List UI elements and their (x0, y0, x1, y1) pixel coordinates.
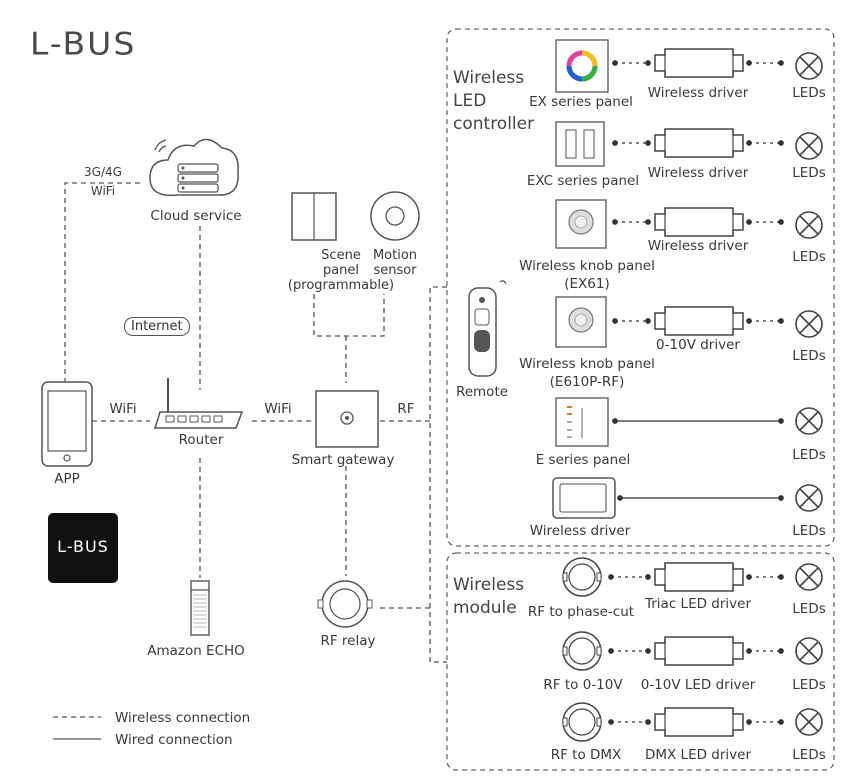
leds-label-9: LEDs (792, 747, 826, 763)
knob-panel-ex61-icon (555, 199, 607, 249)
remote-icon (468, 280, 507, 377)
app-label: APP (54, 471, 80, 487)
led-load-icon (795, 407, 823, 435)
wireless-connections (64, 182, 447, 663)
smart-gateway-label: Smart gateway (291, 452, 395, 468)
rf-phase-cut-module-icon (562, 557, 602, 597)
app-logo-badge: L-BUS (48, 513, 118, 583)
cloud-icon (149, 138, 239, 197)
leds-label-7: LEDs (792, 601, 826, 617)
wireless-led-controller-box (446, 28, 835, 547)
leds-label-1: LEDs (792, 85, 826, 101)
amazon-echo-label: Amazon ECHO (147, 643, 245, 659)
brand-logo: L-BUS (30, 24, 137, 63)
wireless-driver-label-1: Wireless driver (647, 85, 749, 101)
smart-gateway-icon (315, 390, 379, 448)
e-series-panel-icon (555, 397, 609, 447)
rf-relay-icon (317, 580, 373, 628)
dmx-driver-icon (654, 707, 744, 737)
led-load-icon (795, 310, 823, 338)
led-driver-0-10v-label: 0-10V LED driver (640, 677, 756, 693)
controller-links (608, 60, 784, 725)
wireless-driver-label-2: Wireless driver (647, 165, 749, 181)
phone-icon (41, 381, 93, 467)
wireless-module-title: Wireless module (453, 575, 525, 618)
e-series-panel-label: E series panel (535, 452, 631, 468)
cloud-wifi-label: WiFi (90, 184, 116, 198)
wireless-driver-label-3: Wireless driver (647, 238, 749, 254)
rf-relay-label: RF relay (320, 633, 376, 649)
app-logo-text: L-BUS (57, 537, 109, 556)
wireless-driver-icon (654, 48, 744, 78)
legend-wireless-label: Wireless connection (115, 710, 251, 726)
leds-label-6: LEDs (792, 523, 826, 539)
motion-sensor-label: Motion sensor (372, 248, 418, 278)
cloud-link-label: 3G/4G (84, 165, 122, 179)
led-load-icon (795, 132, 823, 160)
exc-series-panel-icon (555, 121, 605, 167)
leds-label-8: LEDs (792, 677, 826, 693)
leds-label-5: LEDs (792, 447, 826, 463)
led-driver-0-10v-icon (654, 636, 744, 666)
knob-panel-e610p-label: Wireless knob panel (E610P-RF) (519, 356, 655, 390)
led-load-icon (795, 484, 823, 512)
led-load-icon (795, 637, 823, 665)
wireless-driver-device-icon (552, 477, 616, 519)
driver-0-10v-label: 0-10V driver (656, 337, 740, 353)
wireless-driver-icon (654, 128, 744, 158)
router-label: Router (178, 432, 224, 448)
scene-panel-icon (291, 192, 337, 241)
knob-panel-ex61-label: Wireless knob panel (EX61) (519, 258, 655, 292)
legend-wired-label: Wired connection (115, 732, 233, 748)
rf-dmx-label: RF to DMX (550, 747, 622, 763)
wireless-driver-icon (654, 207, 744, 237)
triac-driver-label: Triac LED driver (644, 596, 752, 612)
exc-series-panel-label: EXC series panel (526, 173, 640, 189)
dmx-driver-label: DMX LED driver (644, 747, 752, 763)
triac-driver-icon (654, 562, 744, 592)
led-load-icon (795, 563, 823, 591)
wireless-led-controller-title: Wireless LED controller (453, 68, 535, 134)
scene-panel-label: Scene panel (programmable) (287, 248, 395, 293)
led-load-icon (795, 708, 823, 736)
rf-0-10v-label: RF to 0-10V (543, 677, 623, 693)
router-icon (153, 378, 244, 429)
wireless-driver-device-label: Wireless driver (529, 523, 631, 539)
driver-0-10v-icon (654, 306, 744, 336)
internet-label: Internet (124, 317, 190, 336)
led-load-icon (795, 52, 823, 80)
wifi-router-gateway-label: WiFi (264, 401, 292, 417)
ex-series-panel-label: EX series panel (529, 94, 633, 110)
rf-label: RF (397, 401, 415, 417)
remote-label: Remote (455, 384, 509, 400)
rf-0-10v-module-icon (562, 631, 602, 671)
rf-phase-cut-label: RF to phase-cut (527, 604, 635, 620)
cloud-service-label: Cloud service (150, 208, 242, 224)
leds-label-3: LEDs (792, 249, 826, 265)
leds-label-2: LEDs (792, 165, 826, 181)
wifi-app-router-label: WiFi (109, 401, 137, 417)
knob-panel-e610p-icon (555, 296, 607, 348)
leds-label-4: LEDs (792, 348, 826, 364)
motion-sensor-icon (370, 191, 420, 241)
ex-series-panel-icon (555, 39, 609, 93)
wireless-module-box (446, 552, 835, 771)
amazon-echo-icon (190, 580, 210, 636)
rf-dmx-module-icon (562, 702, 602, 742)
led-load-icon (795, 211, 823, 239)
